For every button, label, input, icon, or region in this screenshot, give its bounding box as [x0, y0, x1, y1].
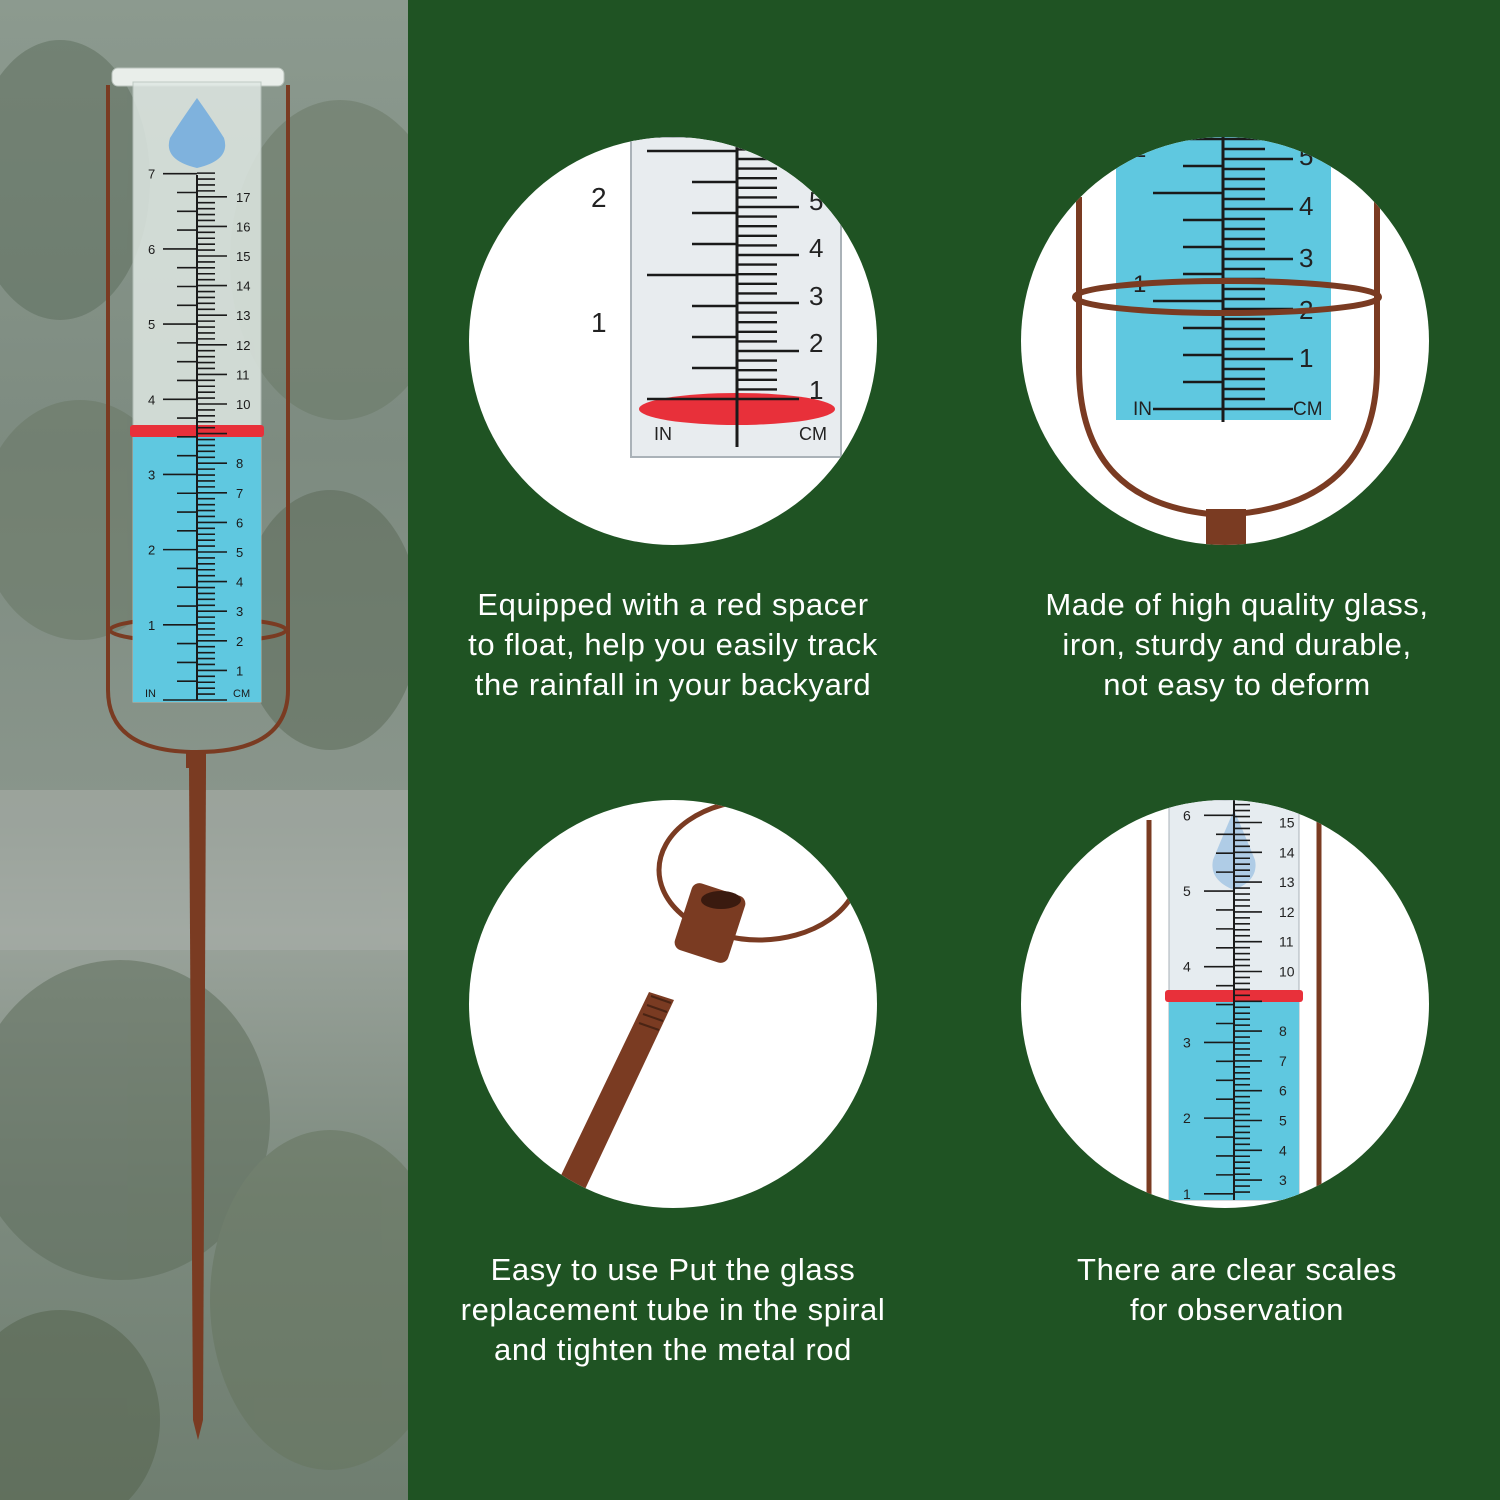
- cm-label: 1: [809, 375, 823, 405]
- inch-label: 4: [1183, 959, 1191, 975]
- caption-line: not easy to deform: [1103, 667, 1371, 702]
- inch-label: 5: [1183, 883, 1191, 899]
- inch-label: 2: [1183, 1110, 1191, 1126]
- caption-spacer: Equipped with a red spacer to float, hel…: [393, 585, 953, 705]
- cm-label: 3: [1299, 243, 1313, 273]
- cm-label: 1: [236, 663, 243, 678]
- inch-label: 1: [1183, 1186, 1191, 1202]
- cm-label: 11: [1279, 934, 1294, 950]
- caption-line: Easy to use Put the glass: [490, 1252, 856, 1287]
- unit-in: IN: [654, 424, 672, 444]
- cm-label: 17: [236, 190, 250, 205]
- cm-label: 13: [236, 308, 250, 323]
- stake-joint: [186, 752, 206, 768]
- cm-label: 12: [236, 338, 250, 353]
- features-panel: 2 1 1 2 3 4 5 IN CM 1 2 3 4 5 1 2 IN CM: [408, 0, 1500, 1500]
- inch-label: 2: [1133, 137, 1146, 163]
- cm-label: 8: [1279, 1023, 1287, 1039]
- cm-label: 7: [1279, 1053, 1287, 1069]
- inch-label: 2: [591, 182, 607, 213]
- cm-label: 12: [1279, 904, 1295, 920]
- gauge-unit-cm: CM: [233, 688, 250, 700]
- frame-closeup: 1 2 3 4 5 1 2 IN CM: [1021, 137, 1429, 545]
- cm-label: 6: [236, 515, 243, 530]
- cm-label: 15: [1279, 815, 1295, 831]
- inch-label: 7: [148, 167, 155, 182]
- cm-label: 6: [1279, 1083, 1287, 1099]
- cm-label: 3: [1279, 1172, 1287, 1188]
- caption-scales: There are clear scales for observation: [957, 1250, 1500, 1330]
- cm-label: 8: [236, 456, 243, 471]
- unit-in: IN: [1133, 399, 1152, 420]
- unit-cm: CM: [1293, 399, 1323, 420]
- cm-label: 16: [236, 219, 250, 234]
- assembly-closeup: [469, 800, 877, 1208]
- cm-label: 1: [1299, 343, 1313, 373]
- cm-label: 14: [236, 279, 250, 294]
- cm-label: 14: [1279, 844, 1295, 860]
- caption-material: Made of high quality glass, iron, sturdy…: [957, 585, 1500, 705]
- caption-line: There are clear scales: [1077, 1252, 1397, 1287]
- inch-label: 2: [148, 543, 155, 558]
- caption-assembly: Easy to use Put the glass replacement tu…: [393, 1250, 953, 1370]
- cm-label: 4: [1299, 191, 1313, 221]
- inch-label: 5: [148, 317, 155, 332]
- caption-line: for observation: [1129, 1292, 1345, 1327]
- cm-label: 15: [236, 249, 250, 264]
- caption-line: Equipped with a red spacer: [477, 587, 869, 622]
- inch-label: 6: [1183, 807, 1191, 823]
- cm-label: 5: [1279, 1113, 1287, 1129]
- caption-line: the rainfall in your backyard: [474, 667, 872, 702]
- cm-label: 3: [809, 281, 823, 311]
- cm-label: 11: [236, 367, 250, 382]
- cm-label: 4: [236, 575, 243, 590]
- cm-label: 4: [1279, 1142, 1287, 1158]
- caption-line: Made of high quality glass,: [1045, 587, 1429, 622]
- caption-line: iron, sturdy and durable,: [1062, 627, 1412, 662]
- unit-cm: CM: [799, 424, 827, 444]
- spacer-closeup: 2 1 1 2 3 4 5 IN CM: [469, 137, 877, 545]
- caption-line: to float, help you easily track: [468, 627, 878, 662]
- cm-label: 10: [1279, 964, 1295, 980]
- inch-label: 3: [148, 467, 155, 482]
- cm-label: 5: [1299, 141, 1313, 171]
- cm-label: 7: [236, 486, 243, 501]
- cm-label: 4: [809, 233, 823, 263]
- cm-label: 5: [809, 186, 823, 216]
- caption-line: and tighten the metal rod: [494, 1332, 852, 1367]
- cm-label: 10: [236, 397, 250, 412]
- caption-line: replacement tube in the spiral: [460, 1292, 886, 1327]
- ground-stake: [189, 768, 206, 1440]
- inch-label: 4: [148, 392, 155, 407]
- cm-label: 5: [236, 545, 243, 560]
- inch-label: 3: [1183, 1034, 1191, 1050]
- cm-label: 13: [1279, 874, 1295, 890]
- cm-label: 3: [236, 604, 243, 619]
- gauge-unit-in: IN: [145, 688, 156, 700]
- cm-label: 2: [809, 328, 823, 358]
- inch-label: 1: [591, 307, 607, 338]
- cm-label: 2: [236, 634, 243, 649]
- inch-label: 1: [148, 618, 155, 633]
- water-drop-icon: [168, 98, 226, 168]
- inch-label: 6: [148, 242, 155, 257]
